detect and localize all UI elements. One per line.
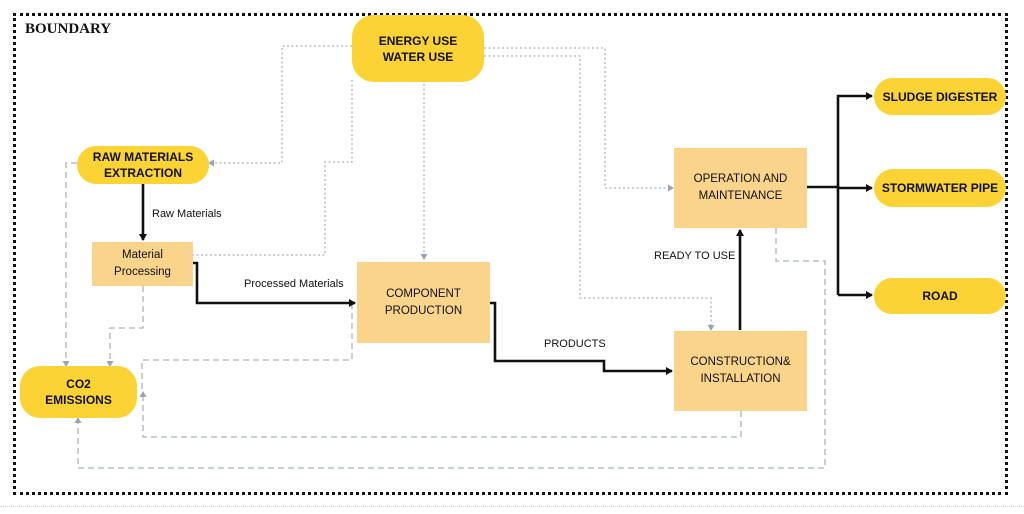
material-to-component-arrow bbox=[193, 261, 356, 307]
material-processing-node: Material Processing bbox=[92, 242, 193, 286]
energy-to-construction-connector bbox=[484, 55, 715, 331]
energy-to-raw-connector bbox=[208, 45, 352, 167]
component-production-node: COMPONENT PRODUCTION bbox=[357, 262, 490, 343]
boundary-label: BOUNDARY bbox=[25, 21, 112, 37]
ready-to-use-edge-label: READY TO USE bbox=[654, 250, 736, 262]
energy-to-operation-connector bbox=[484, 47, 674, 192]
raw-materials-extraction-node: RAW MATERIALS EXTRACTION bbox=[77, 146, 209, 184]
bottom-divider bbox=[0, 506, 1024, 507]
component-to-co2-connector bbox=[141, 303, 353, 390]
material-to-co2-connector bbox=[106, 286, 144, 367]
processed-materials-edge-label: Processed Materials bbox=[244, 278, 344, 290]
construction-to-co2-connector bbox=[139, 391, 742, 438]
road-node: ROAD bbox=[874, 278, 1006, 314]
boundary-frame bbox=[13, 13, 1008, 495]
to-sludge-arrow bbox=[836, 92, 873, 187]
products-edge-label: PRODUCTS bbox=[544, 338, 606, 350]
stormwater-pipe-node: STORMWATER PIPE bbox=[874, 169, 1006, 207]
operation-to-co2-connector bbox=[74, 228, 826, 469]
energy-to-material-connector bbox=[193, 80, 353, 256]
construction-installation-node: CONSTRUCTION& INSTALLATION bbox=[674, 331, 807, 411]
operation-to-outputs-trunk bbox=[807, 185, 840, 295]
component-to-construction-arrow bbox=[490, 301, 673, 375]
raw-materials-edge-label: Raw Materials bbox=[152, 208, 222, 220]
energy-water-use-node: ENERGY USE WATER USE bbox=[352, 15, 484, 82]
raw-to-co2-connector bbox=[62, 162, 77, 367]
co2-emissions-node: CO2 EMISSIONS bbox=[20, 366, 137, 418]
operation-maintenance-node: OPERATION AND MAINTENANCE bbox=[674, 148, 807, 228]
sludge-digester-node: SLUDGE DIGESTER bbox=[874, 78, 1006, 115]
